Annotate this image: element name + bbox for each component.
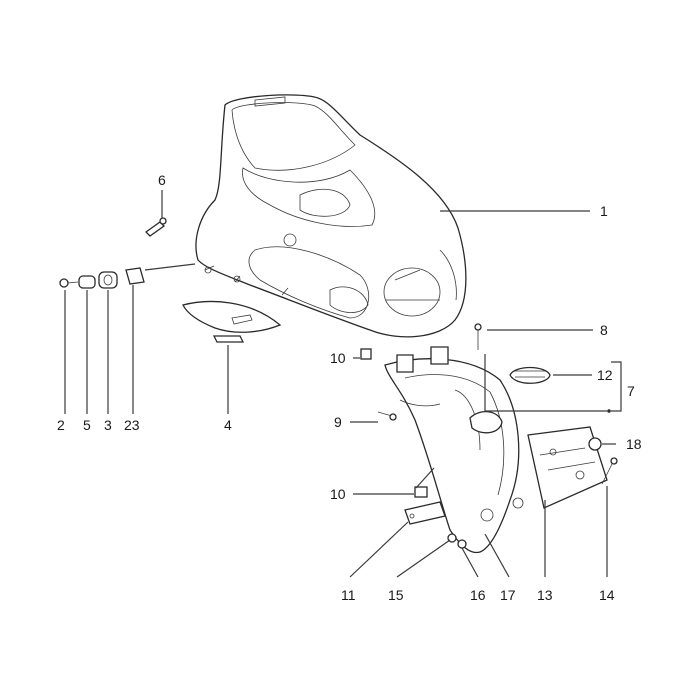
part-lamp-11 bbox=[404, 501, 446, 525]
callout-4: 4 bbox=[224, 417, 232, 433]
part-pin-6 bbox=[144, 217, 167, 237]
callout-3: 3 bbox=[104, 417, 112, 433]
leader-lines bbox=[64, 190, 622, 578]
part-screw-2 bbox=[59, 278, 79, 288]
callout-12: 12 bbox=[597, 367, 613, 383]
callout-9: 9 bbox=[334, 414, 342, 430]
part-washer-16 bbox=[457, 539, 467, 549]
part-rear-body-cover bbox=[195, 94, 467, 338]
part-grommet-3 bbox=[98, 271, 118, 289]
part-spacer-5 bbox=[78, 275, 96, 289]
callout-23: 23 bbox=[124, 417, 140, 433]
part-clip-10-upper bbox=[360, 348, 372, 360]
callout-11: 11 bbox=[341, 587, 356, 603]
callout-7: 7 bbox=[627, 383, 635, 399]
callout-13: 13 bbox=[537, 587, 553, 603]
part-reflector-12 bbox=[509, 366, 551, 384]
callout-10-upper: 10 bbox=[330, 350, 346, 366]
part-screw-14 bbox=[601, 457, 618, 485]
callout-17: 17 bbox=[500, 587, 516, 603]
part-clip-23 bbox=[125, 267, 145, 285]
callout-15: 15 bbox=[388, 587, 404, 603]
callout-8: 8 bbox=[600, 322, 608, 338]
callout-2: 2 bbox=[57, 417, 65, 433]
callout-5: 5 bbox=[83, 417, 91, 433]
callout-labels: 1 2 3 4 5 6 7 8 9 10 10 11 12 13 14 15 1… bbox=[57, 172, 642, 603]
part-license-plate-holder bbox=[527, 426, 608, 509]
part-screw-8 bbox=[474, 323, 482, 350]
part-trim-plate bbox=[182, 300, 282, 343]
callout-14: 14 bbox=[599, 587, 615, 603]
part-rear-mudguard bbox=[384, 346, 524, 554]
callout-1: 1 bbox=[600, 203, 608, 219]
callout-10-lower: 10 bbox=[330, 486, 346, 502]
part-screw-9 bbox=[377, 411, 397, 421]
part-cap-18 bbox=[588, 437, 602, 451]
callout-16: 16 bbox=[470, 587, 486, 603]
callout-6: 6 bbox=[158, 172, 166, 188]
part-clip-10-lower bbox=[414, 486, 428, 498]
callout-18: 18 bbox=[626, 436, 642, 452]
